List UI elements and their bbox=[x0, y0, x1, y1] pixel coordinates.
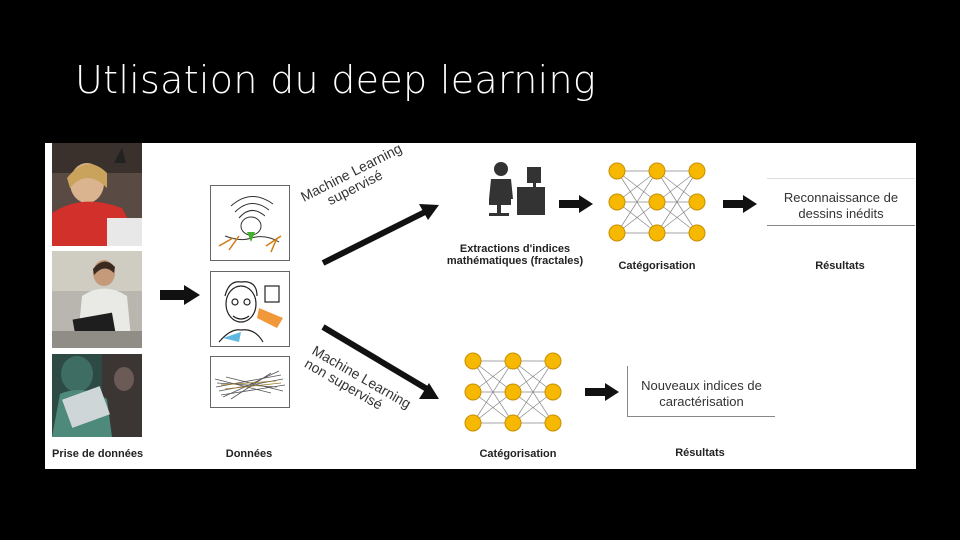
network-node bbox=[464, 414, 482, 432]
network-edge bbox=[656, 170, 698, 234]
network-node bbox=[688, 162, 706, 180]
network-node bbox=[688, 224, 706, 242]
label-resultats-top: Résultats bbox=[815, 260, 865, 272]
label-prise-de-donnees: Prise de données bbox=[52, 448, 144, 460]
network-node bbox=[608, 162, 626, 180]
result-box-bottom: Nouveaux indices de caractérisation bbox=[627, 366, 775, 417]
network-edge bbox=[472, 360, 514, 424]
photo-man-tablet bbox=[52, 251, 142, 348]
label-categorisation-top: Catégorisation bbox=[618, 260, 696, 272]
arrow-to-network-top bbox=[559, 195, 593, 213]
photo-child-tablet bbox=[52, 354, 142, 437]
arrow-supervised bbox=[321, 204, 439, 266]
result-bottom-line2: caractérisation bbox=[659, 394, 744, 409]
result-top-line1: Reconnaissance de bbox=[783, 190, 899, 205]
data-drawing-1 bbox=[210, 185, 290, 261]
photo-child-drawing bbox=[52, 143, 142, 246]
arrow-to-data bbox=[160, 285, 200, 305]
network-node bbox=[648, 193, 666, 211]
slide-title: Utlisation du deep learning bbox=[75, 58, 596, 102]
network-node bbox=[544, 383, 562, 401]
neural-network-top bbox=[608, 162, 706, 242]
network-node bbox=[648, 162, 666, 180]
arrow-unsupervised bbox=[321, 324, 439, 399]
arrow-to-result-bottom bbox=[585, 383, 619, 401]
network-node bbox=[464, 383, 482, 401]
network-node bbox=[608, 224, 626, 242]
label-extractions-line2: mathématiques (fractales) bbox=[446, 255, 584, 267]
network-node bbox=[648, 224, 666, 242]
network-node bbox=[504, 414, 522, 432]
label-extractions: Extractions d'indices mathématiques (fra… bbox=[445, 243, 585, 267]
result-top-line2: dessins inédits bbox=[798, 206, 884, 221]
network-edge bbox=[512, 360, 554, 424]
label-categorisation-bottom: Catégorisation bbox=[479, 448, 557, 460]
network-edge bbox=[616, 170, 658, 234]
network-node bbox=[464, 352, 482, 370]
data-drawing-3 bbox=[210, 356, 290, 408]
network-node bbox=[608, 193, 626, 211]
label-donnees: Données bbox=[225, 448, 273, 460]
label-resultats-bottom: Résultats bbox=[675, 447, 725, 459]
network-node bbox=[544, 414, 562, 432]
diagram-panel: Prise de données bbox=[45, 140, 916, 469]
data-drawing-2 bbox=[210, 271, 290, 347]
person-computer-icon bbox=[489, 162, 545, 216]
result-bottom-line1: Nouveaux indices de bbox=[641, 378, 762, 393]
result-box-top: Reconnaissance de dessins inédits bbox=[767, 178, 915, 226]
network-node bbox=[504, 352, 522, 370]
arrow-to-result-top bbox=[723, 195, 757, 213]
network-node bbox=[504, 383, 522, 401]
network-node bbox=[688, 193, 706, 211]
neural-network-bottom bbox=[464, 352, 562, 432]
network-node bbox=[544, 352, 562, 370]
label-extractions-line1: Extractions d'indices bbox=[459, 243, 571, 255]
